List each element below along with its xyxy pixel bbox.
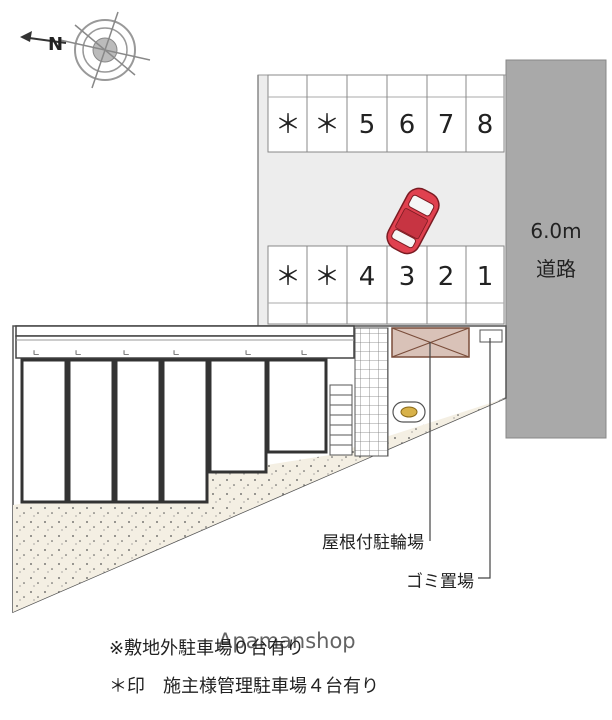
owner-parking-note: ＊印 施主様管理駐車場４台有り: [109, 676, 379, 697]
car-icon: [386, 187, 440, 255]
space-label: 3: [399, 262, 416, 292]
stairs: [329, 384, 353, 456]
svg-text:ㄴ: ㄴ: [74, 349, 82, 359]
space-label: 5: [359, 110, 376, 140]
space-label: ＊: [314, 262, 340, 292]
space-label: 7: [438, 110, 455, 140]
space-label: 8: [477, 110, 494, 140]
svg-text:ㄴ: ㄴ: [32, 349, 40, 359]
road-name-label: 道路: [536, 257, 576, 281]
svg-text:ㄴ: ㄴ: [300, 349, 308, 359]
space-label: ＊: [275, 262, 301, 292]
road: [505, 59, 607, 439]
space-label: ＊: [314, 110, 340, 140]
space-label: 4: [359, 262, 376, 292]
space-label: 2: [438, 262, 455, 292]
garbage-leader: [478, 338, 491, 579]
manhole-icon: [392, 401, 426, 423]
offsite-parking-note: ※敷地外駐車場０台有り: [109, 638, 304, 659]
parking-top-row: ＊ ＊ 5 6 7 8: [267, 74, 505, 153]
parking-bottom-row: ＊ ＊ 4 3 2 1: [267, 245, 505, 325]
road-width-label: 6.0m: [530, 219, 581, 243]
garbage-label: ゴミ置場: [406, 571, 474, 592]
walkway: [354, 327, 389, 457]
compass-rose-icon: [20, 11, 151, 89]
svg-text:ㄴ: ㄴ: [172, 349, 180, 359]
svg-text:ㄴ: ㄴ: [244, 349, 252, 359]
space-label: 6: [399, 110, 416, 140]
space-label: ＊: [275, 110, 301, 140]
compass-north-label: N: [48, 34, 63, 55]
garbage-area: [479, 329, 503, 343]
space-label: 1: [477, 262, 494, 292]
watermark: Apamanshop: [218, 629, 356, 653]
apartment-building: ㄴ ㄴ ㄴ ㄴ ㄴ ㄴ: [15, 325, 355, 504]
svg-text:ㄴ: ㄴ: [122, 349, 130, 359]
bike-parking-label: 屋根付駐輪場: [322, 533, 424, 553]
